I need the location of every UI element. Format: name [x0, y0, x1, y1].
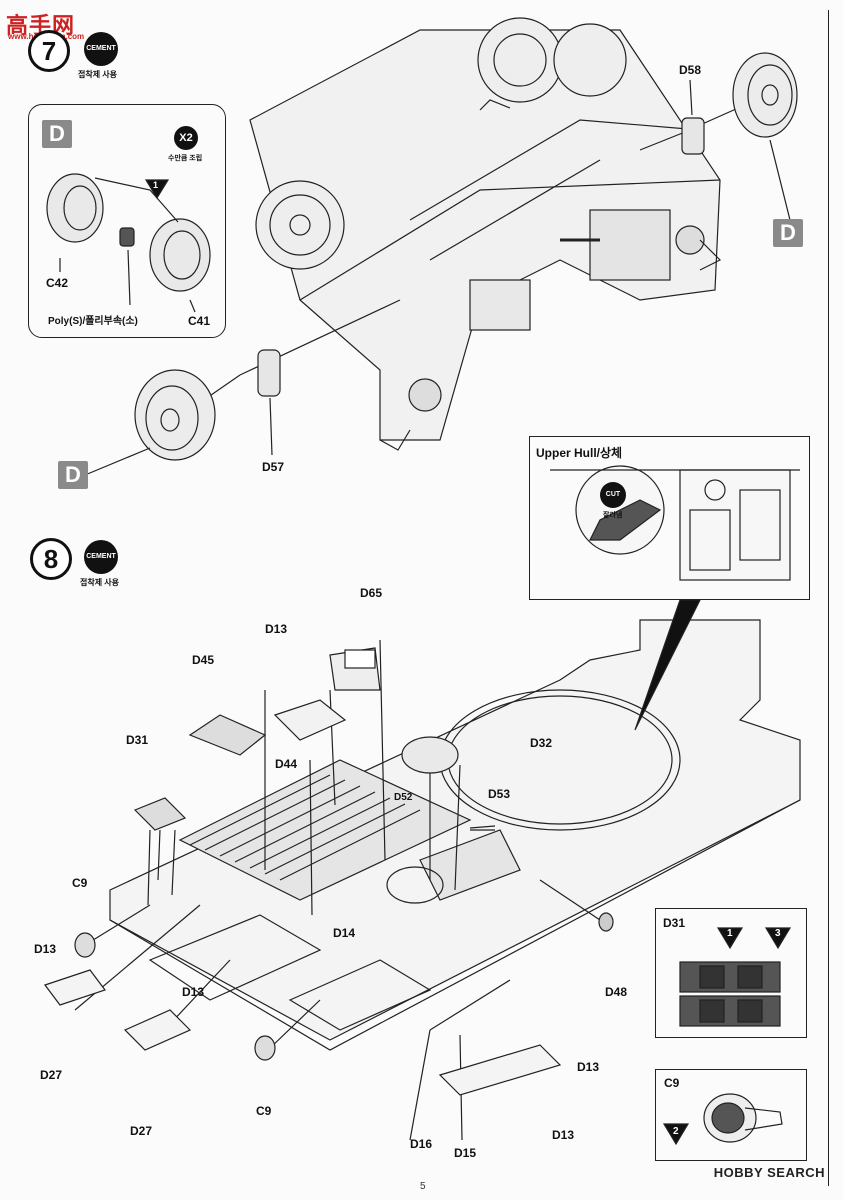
part-label-d27: D27	[40, 1068, 63, 1082]
part-label-d31: D31	[126, 733, 149, 747]
part-label-c42: C42	[46, 276, 69, 290]
upper-hull-inset	[529, 436, 810, 600]
part-label-d13: D13	[265, 622, 288, 636]
part-label-d53: D53	[488, 787, 511, 801]
x2-icon: X2	[174, 126, 198, 150]
inset-tag-d: D	[42, 120, 72, 148]
part-label-d52: D52	[394, 792, 413, 803]
part-label-d58: D58	[679, 63, 702, 77]
part-label-d27-b: D27	[130, 1124, 153, 1138]
step-7-inset-panel	[28, 104, 226, 338]
cement-caption: 접착제 사용	[78, 70, 118, 79]
page-border	[10, 10, 829, 1186]
detail-c9-title: C9	[664, 1076, 680, 1090]
tag-d-left: D	[58, 461, 88, 489]
part-label-d13-e: D13	[552, 1128, 575, 1142]
step-7-number: 7	[28, 30, 70, 72]
cut-caption: 잘라냄	[603, 512, 623, 519]
part-label-poly: Poly(S)/폴리부속(소)	[48, 316, 138, 327]
part-label-d15: D15	[454, 1146, 477, 1160]
upper-hull-title: Upper Hull/상체	[536, 446, 623, 460]
detail-d31-box	[655, 908, 807, 1038]
part-label-d14: D14	[333, 926, 356, 940]
cement-caption-step8: 접착제 사용	[80, 578, 120, 587]
step-8-number: 8	[30, 538, 72, 580]
part-label-c9: C9	[72, 876, 88, 890]
part-label-d57: D57	[262, 460, 285, 474]
part-label-d32: D32	[530, 736, 553, 750]
cement-icon-step8: CEMENT	[84, 540, 118, 574]
inset-marker-1: 1	[153, 180, 159, 190]
part-label-d48: D48	[605, 985, 628, 999]
part-label-d65: D65	[360, 586, 383, 600]
detail-d31-title: D31	[663, 916, 686, 930]
page-number: 5	[420, 1181, 426, 1192]
cut-icon: CUT	[600, 482, 626, 508]
part-label-c9-b: C9	[256, 1104, 272, 1118]
part-label-d16: D16	[410, 1137, 433, 1151]
part-label-d44: D44	[275, 757, 298, 771]
x2-caption: 수만큼 조립	[168, 155, 203, 162]
detail-d31-marker-3: 3	[775, 928, 781, 939]
part-label-d13-d: D13	[577, 1060, 600, 1074]
hobby-search-logo: HOBBY SEARCH	[713, 1165, 825, 1180]
part-label-c41: C41	[188, 314, 211, 328]
part-label-d13-c: D13	[182, 985, 205, 999]
part-label-d13-b: D13	[34, 942, 57, 956]
tag-d-right: D	[773, 219, 803, 247]
detail-d31-marker-1: 1	[727, 928, 733, 939]
detail-c9-marker-2: 2	[673, 1126, 679, 1137]
detail-c9-box	[655, 1069, 807, 1161]
part-label-d45: D45	[192, 653, 215, 667]
cement-icon: CEMENT	[84, 32, 118, 66]
